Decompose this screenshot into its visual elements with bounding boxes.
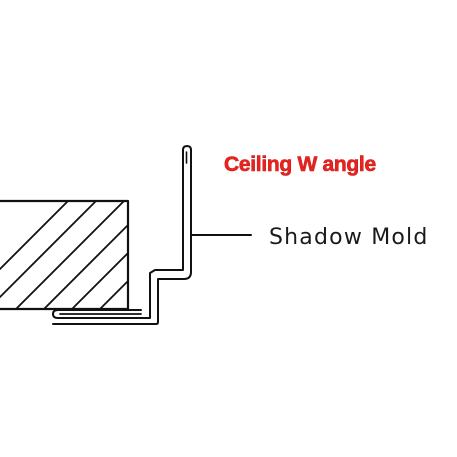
hatch-line	[0, 201, 97, 299]
hem-top	[182, 145, 192, 151]
callout-label: Shadow Mold	[269, 225, 429, 250]
w-angle-profile-inner	[52, 149, 192, 325]
hatch-line	[0, 201, 69, 271]
hatch-line	[71, 251, 128, 309]
hatch-lines	[0, 201, 348, 309]
diagram-title: Ceiling W angle	[224, 153, 376, 176]
hatch-line	[212, 201, 320, 309]
hatch-line	[184, 201, 292, 309]
hatch-line	[156, 201, 264, 309]
hatch-line	[43, 223, 128, 309]
hatch-line	[240, 201, 348, 309]
w-angle-profile	[52, 145, 192, 325]
ceiling-block	[0, 199, 348, 311]
w-angle-profile-outer	[52, 149, 184, 319]
hatch-line	[99, 279, 128, 309]
hatch-line	[15, 201, 125, 309]
